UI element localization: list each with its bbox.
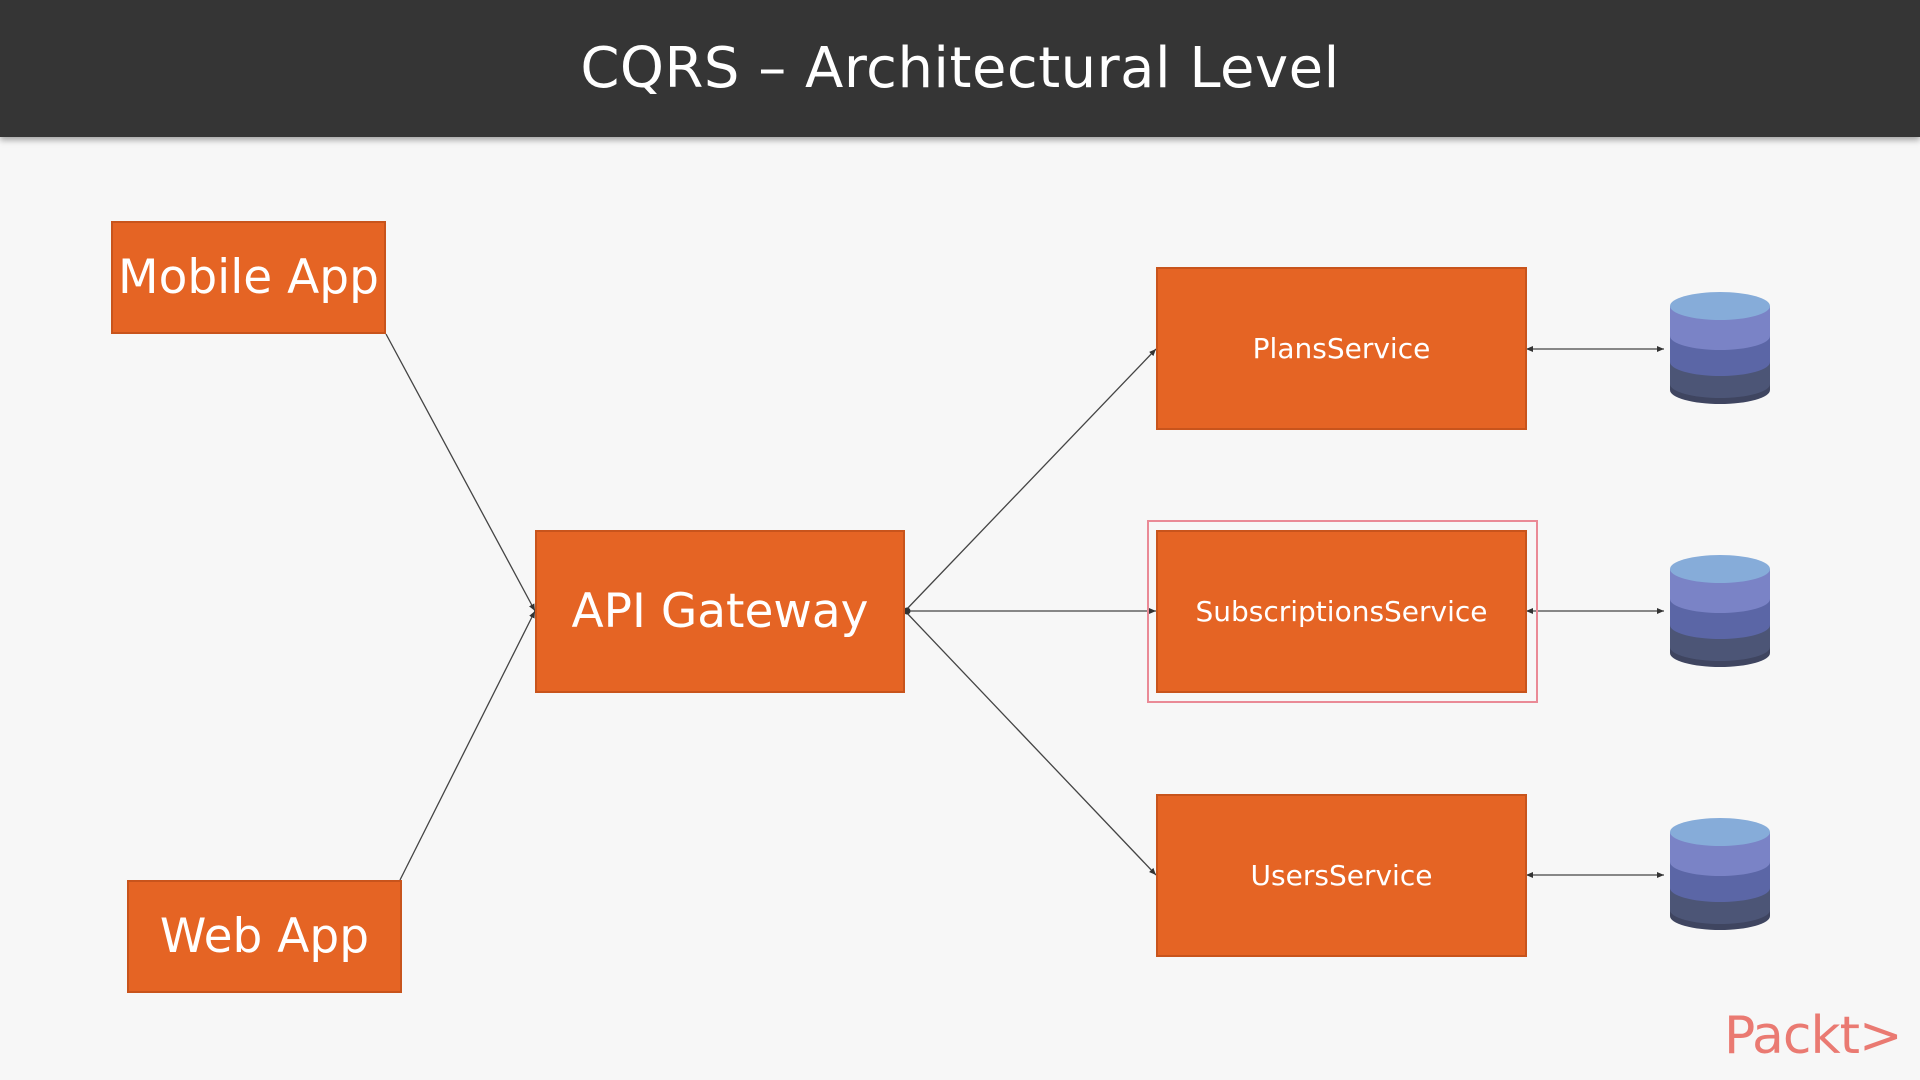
api-gateway-label: API Gateway [571,584,869,639]
packt-logo: Packt> [1724,1006,1903,1066]
slide-title: CQRS – Architectural Level [580,36,1340,101]
title-bar: CQRS – Architectural Level [0,0,1920,137]
web-app-node[interactable]: Web App [127,880,402,993]
plans-database-icon[interactable] [1668,290,1772,406]
api-gateway-node[interactable]: API Gateway [535,530,905,693]
users-database-icon[interactable] [1668,816,1772,932]
users-service-node[interactable]: UsersService [1156,794,1527,957]
edge-mobile-to-gateway [385,333,536,612]
mobile-app-node[interactable]: Mobile App [111,221,386,334]
subscriptions-service-node[interactable]: SubscriptionsService [1156,530,1527,693]
edge-web-to-gateway [399,610,536,881]
users-service-label: UsersService [1250,859,1433,892]
edge-gateway-to-users [904,610,1157,876]
plans-service-node[interactable]: PlansService [1156,267,1527,430]
subscriptions-service-label: SubscriptionsService [1195,595,1488,628]
edge-gateway-to-plans [904,348,1157,612]
mobile-app-label: Mobile App [118,250,379,305]
subscriptions-database-icon[interactable] [1668,553,1772,669]
plans-service-label: PlansService [1252,332,1431,365]
gateway-junction [903,607,911,615]
web-app-label: Web App [159,909,370,964]
